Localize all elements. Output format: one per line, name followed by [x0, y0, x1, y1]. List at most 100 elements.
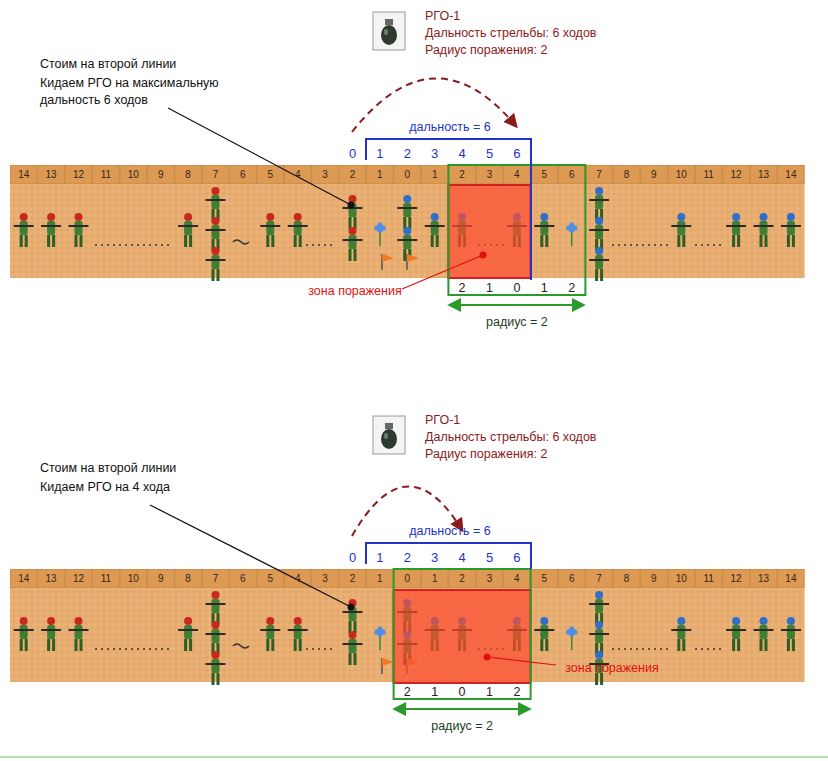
cell-number: 0: [405, 574, 411, 584]
range-label: дальность = 6: [409, 525, 491, 538]
cell-number: 10: [676, 170, 687, 180]
cell-number: 6: [569, 170, 575, 180]
cell-number: 4: [295, 170, 301, 180]
radius-step: 1: [541, 282, 548, 295]
radius-frame: [448, 165, 585, 295]
cell-number: 4: [295, 574, 301, 584]
cell-number: 6: [240, 170, 246, 180]
leader-dot: [480, 252, 487, 259]
range-step: 3: [431, 147, 438, 160]
weapon-stat: Радиус поражения: 2: [425, 42, 597, 59]
range-label: дальность = 6: [409, 121, 491, 134]
cell-number: 11: [101, 170, 111, 180]
leader-dot: [484, 654, 491, 661]
cell-number: 14: [785, 574, 796, 584]
cell-number: 13: [46, 170, 57, 180]
cell-number: 5: [268, 574, 274, 584]
battle-field: [10, 569, 805, 685]
cell-number: 12: [73, 574, 84, 584]
cell-number: 13: [758, 170, 769, 180]
weapon-stat: Дальность стрельбы: 6 ходов: [425, 25, 597, 42]
cell-number: 12: [731, 574, 742, 584]
cell-number: 8: [624, 170, 630, 180]
radius-step: 2: [513, 686, 520, 699]
leader-dot: [348, 604, 355, 611]
bottom-rule: [0, 756, 828, 758]
cell-number: 6: [240, 574, 246, 584]
range-step: 0: [349, 551, 356, 564]
range-step: 5: [486, 147, 493, 160]
cell-number: 3: [322, 574, 328, 584]
cell-number: 4: [514, 574, 520, 584]
cell-number: 1: [377, 574, 383, 584]
radius-step: 1: [486, 282, 493, 295]
cell-number: 6: [569, 574, 575, 584]
range-step: 0: [349, 147, 356, 160]
range-step: 1: [376, 551, 383, 564]
radius-arrow: [395, 708, 529, 710]
radius-step: 0: [513, 282, 520, 295]
cell-number: 11: [703, 170, 713, 180]
battle-field: [10, 165, 805, 281]
cell-number: 2: [350, 170, 356, 180]
radius-frame: [394, 569, 531, 699]
cell-number: 14: [785, 170, 796, 180]
radius-label: радиус = 2: [486, 316, 548, 329]
cell-number: 1: [432, 574, 438, 584]
radius-step: 1: [486, 686, 493, 699]
cell-number: 10: [128, 170, 139, 180]
callout-note: Стоим на второй линии: [40, 58, 176, 71]
leader-line: [168, 108, 351, 205]
callout-note: Стоим на второй линии: [40, 462, 176, 475]
cell-number: 9: [651, 170, 657, 180]
grenade-icon: [373, 416, 405, 454]
cell-number: 2: [459, 170, 465, 180]
radius-step: 2: [459, 282, 466, 295]
cell-number: 12: [731, 170, 742, 180]
cell-number: 7: [596, 574, 602, 584]
cell-number: 7: [213, 574, 219, 584]
radius-arrow: [450, 304, 583, 306]
cell-number: 8: [185, 170, 191, 180]
weapon-stat: Дальность стрельбы: 6 ходов: [425, 429, 597, 446]
radius-label: радиус = 2: [431, 720, 493, 733]
grenade-icon: [373, 12, 405, 50]
cell-number: 7: [213, 170, 219, 180]
cell-number: 8: [624, 574, 630, 584]
cell-number: 9: [158, 574, 164, 584]
radius-step: 2: [568, 282, 575, 295]
weapon-name: РГО-1: [425, 8, 597, 25]
range-step: 5: [486, 551, 493, 564]
radius-step: 0: [459, 686, 466, 699]
damage-zone: [394, 590, 531, 683]
cell-number: 3: [322, 170, 328, 180]
cell-number: 10: [676, 574, 687, 584]
zone-label: зона поражения: [565, 662, 658, 675]
cell-number: 9: [158, 170, 164, 180]
range-step: 6: [513, 551, 520, 564]
callout-note: Кидаем РГО на 4 хода: [40, 479, 222, 496]
leader-line: [402, 255, 483, 289]
range-bracket: [366, 139, 531, 280]
cell-number: 1: [377, 170, 383, 180]
cell-number: 9: [651, 574, 657, 584]
range-step: 4: [458, 551, 465, 564]
cell-number: 2: [350, 574, 356, 584]
weapon-info: РГО-1Дальность стрельбы: 6 ходовРадиус п…: [425, 412, 597, 463]
cell-number: 8: [185, 574, 191, 584]
cell-number: 5: [542, 170, 548, 180]
cell-number: 5: [542, 574, 548, 584]
cell-number: 11: [101, 574, 111, 584]
cell-number: 2: [459, 574, 465, 584]
cell-number: 1: [432, 170, 438, 180]
radius-step: 1: [431, 686, 438, 699]
leader-dot: [348, 202, 355, 209]
cell-number: 11: [703, 574, 713, 584]
range-bracket: [366, 543, 531, 569]
leader-line: [487, 657, 556, 665]
callout-note: Кидаем РГО на максимальную дальность 6 х…: [40, 75, 222, 109]
range-step: 4: [458, 147, 465, 160]
cell-number: 5: [268, 170, 274, 180]
cell-number: 3: [487, 170, 493, 180]
weapon-name: РГО-1: [425, 412, 597, 429]
